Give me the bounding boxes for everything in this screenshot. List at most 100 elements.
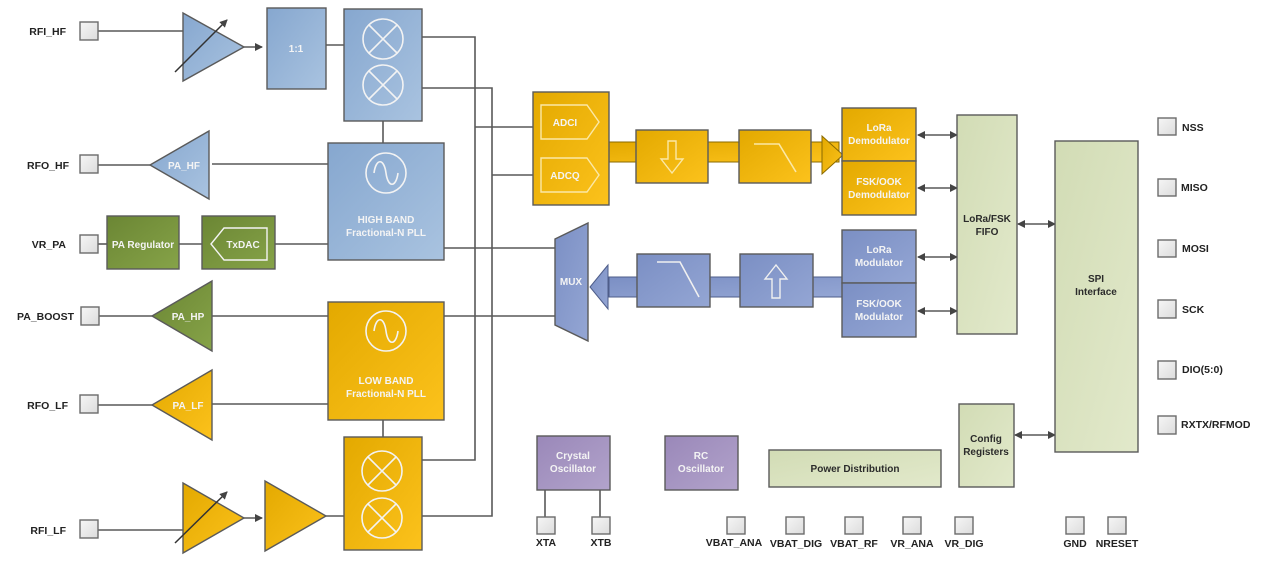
svg-text:Demodulator: Demodulator xyxy=(848,136,910,147)
pin-rfi-lf[interactable]: RFI_LF xyxy=(30,519,99,539)
svg-text:Oscillator: Oscillator xyxy=(550,464,596,475)
svg-text:LoRa: LoRa xyxy=(867,123,892,134)
svg-text:MUX: MUX xyxy=(560,277,583,288)
pin-rxtx-rfmod[interactable]: RXTX/RFMOD xyxy=(1157,415,1251,435)
pin-nreset[interactable]: NRESET xyxy=(1096,516,1139,550)
svg-text:NRESET: NRESET xyxy=(1096,538,1139,550)
oscillator-sine-icon xyxy=(365,152,407,194)
svg-text:FSK/OOK: FSK/OOK xyxy=(856,177,902,188)
fsk-modulator-block: FSK/OOK Modulator xyxy=(841,282,917,338)
svg-text:SPI: SPI xyxy=(1088,274,1104,285)
balun-block: 1:1 xyxy=(266,7,327,90)
svg-text:ADCI: ADCI xyxy=(553,118,578,129)
tx-filter-block xyxy=(636,253,711,308)
lf-lna xyxy=(174,481,246,555)
pa-hf: PA_HF xyxy=(148,129,210,201)
mux-block: MUX xyxy=(554,221,589,343)
oscillator-sine-icon xyxy=(365,310,407,352)
svg-text:PA_HF: PA_HF xyxy=(168,161,200,172)
pa-regulator-block: PA Regulator xyxy=(106,215,180,270)
pin-sck[interactable]: SCK xyxy=(1157,299,1205,319)
svg-text:RFI_LF: RFI_LF xyxy=(30,525,66,537)
right-pins: NSS MISO MOSI SCK DIO(5:0) RXTX/RFMOD xyxy=(1157,117,1251,435)
svg-text:PA_HP: PA_HP xyxy=(172,312,205,323)
svg-text:PA Regulator: PA Regulator xyxy=(112,240,174,251)
pin-vbat-dig[interactable]: VBAT_DIG xyxy=(770,516,822,550)
pin-vr-pa[interactable]: VR_PA xyxy=(32,234,99,254)
wires xyxy=(98,30,1056,531)
fifo-block: LoRa/FSK FIFO xyxy=(956,114,1018,335)
pin-rfo-hf[interactable]: RFO_HF xyxy=(27,154,99,174)
svg-text:FSK/OOK: FSK/OOK xyxy=(856,299,902,310)
svg-text:LoRa/FSK: LoRa/FSK xyxy=(963,214,1012,225)
interpolator-block xyxy=(739,253,814,308)
txdac-block: TxDAC xyxy=(201,215,276,270)
lowpass-filter-icon xyxy=(754,143,797,173)
adci-element: ADCI xyxy=(540,104,600,140)
svg-text:Registers: Registers xyxy=(963,447,1009,458)
pin-xtb[interactable]: XTB xyxy=(591,516,612,549)
mixer-i-icon xyxy=(361,450,403,492)
svg-text:RC: RC xyxy=(694,451,708,462)
svg-text:Demodulator: Demodulator xyxy=(848,190,910,201)
pin-vbat-ana[interactable]: VBAT_ANA xyxy=(706,516,763,549)
pin-mosi[interactable]: MOSI xyxy=(1157,239,1209,258)
svg-text:VBAT_RF: VBAT_RF xyxy=(830,538,878,550)
svg-text:Config: Config xyxy=(970,434,1002,445)
svg-text:NSS: NSS xyxy=(1182,122,1204,134)
svg-text:PA_BOOST: PA_BOOST xyxy=(17,311,75,323)
svg-text:Modulator: Modulator xyxy=(855,258,903,269)
mixer-i-icon xyxy=(362,18,404,60)
svg-text:Fractional-N PLL: Fractional-N PLL xyxy=(346,228,426,239)
mixer-q-icon xyxy=(361,497,403,539)
config-registers-block: Config Registers xyxy=(958,403,1015,488)
decimator-block xyxy=(635,129,709,184)
svg-text:SCK: SCK xyxy=(1182,304,1205,316)
pin-vr-dig[interactable]: VR_DIG xyxy=(944,516,984,550)
svg-text:VR_DIG: VR_DIG xyxy=(944,538,983,550)
crystal-oscillator-block: Crystal Oscillator xyxy=(536,435,611,491)
pa-hp: PA_HP xyxy=(150,279,213,353)
pin-vr-ana[interactable]: VR_ANA xyxy=(890,516,934,550)
svg-text:XTB: XTB xyxy=(591,537,612,549)
svg-text:Fractional-N PLL: Fractional-N PLL xyxy=(346,389,426,400)
lf-pll-block: LOW BAND Fractional-N PLL xyxy=(327,301,445,421)
svg-text:Power Distribution: Power Distribution xyxy=(811,464,900,475)
down-arrow-icon xyxy=(659,140,685,175)
pa-lf: PA_LF xyxy=(150,368,213,442)
spi-interface-block: SPI Interface xyxy=(1054,140,1139,453)
svg-text:1:1: 1:1 xyxy=(289,44,304,55)
adc-block: ADCI ADCQ xyxy=(532,91,610,206)
lora-demodulator-block: LoRa Demodulator xyxy=(841,107,917,162)
hf-pll-block: HIGH BAND Fractional-N PLL xyxy=(327,142,445,261)
pin-rfi-hf[interactable]: RFI_HF xyxy=(29,21,99,41)
pin-rfo-lf[interactable]: RFO_LF xyxy=(27,394,99,414)
svg-text:XTA: XTA xyxy=(536,537,557,549)
svg-text:RFO_LF: RFO_LF xyxy=(27,400,68,412)
svg-text:MISO: MISO xyxy=(1181,182,1208,194)
pin-nss[interactable]: NSS xyxy=(1157,117,1204,136)
svg-text:LoRa: LoRa xyxy=(867,245,892,256)
svg-text:RFI_HF: RFI_HF xyxy=(29,26,66,38)
pin-pa-boost[interactable]: PA_BOOST xyxy=(17,306,100,326)
pin-miso[interactable]: MISO xyxy=(1157,178,1208,197)
svg-text:VBAT_ANA: VBAT_ANA xyxy=(706,537,763,549)
svg-text:Oscillator: Oscillator xyxy=(678,464,724,475)
hf-mixer-block xyxy=(343,8,423,122)
variable-gain-arrow-icon xyxy=(174,19,228,73)
pin-gnd[interactable]: GND xyxy=(1063,516,1087,550)
pin-vbat-rf[interactable]: VBAT_RF xyxy=(830,516,878,550)
mixer-q-icon xyxy=(362,64,404,106)
svg-text:HIGH BAND: HIGH BAND xyxy=(358,215,415,226)
svg-text:DIO(5:0): DIO(5:0) xyxy=(1182,364,1223,376)
svg-text:TxDAC: TxDAC xyxy=(226,240,259,251)
svg-text:FIFO: FIFO xyxy=(976,227,999,238)
svg-text:MOSI: MOSI xyxy=(1182,243,1209,255)
lf-buffer-amp xyxy=(264,479,328,553)
adcq-element: ADCQ xyxy=(540,157,600,193)
pin-dio[interactable]: DIO(5:0) xyxy=(1157,360,1223,380)
pin-xta[interactable]: XTA xyxy=(536,516,557,549)
lf-mixer-block xyxy=(343,436,423,551)
hf-lna xyxy=(174,11,246,83)
